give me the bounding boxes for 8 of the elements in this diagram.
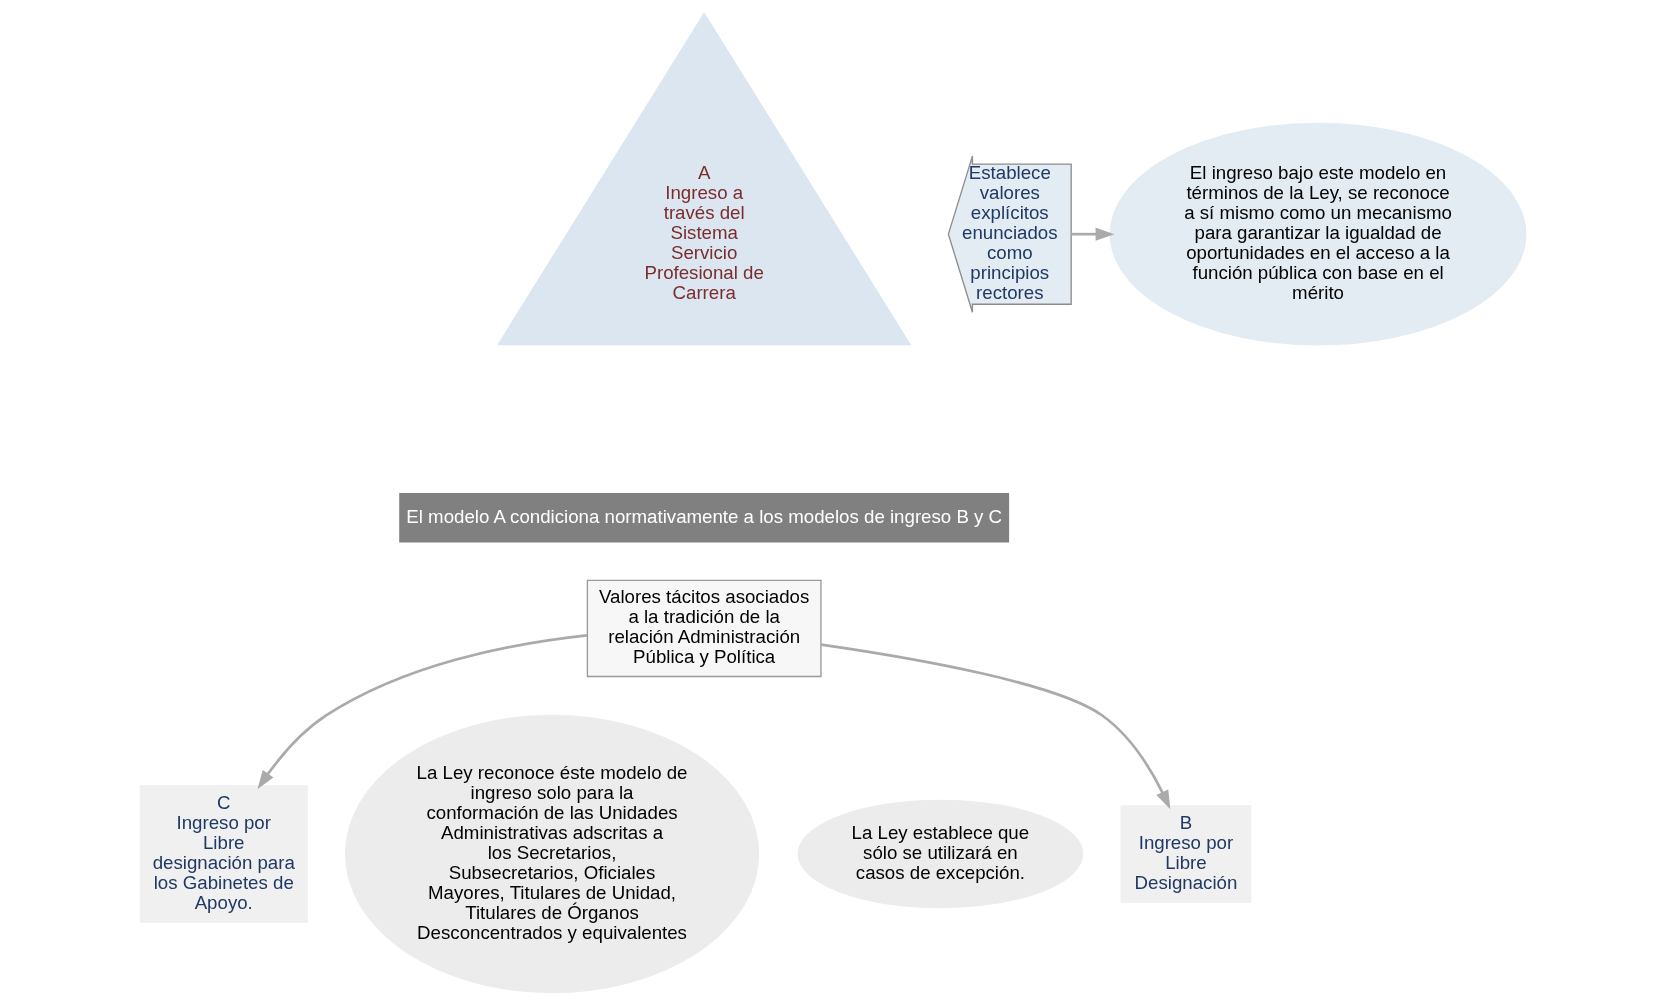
arrow bbox=[820, 643, 1171, 810]
node-box: B Ingreso por Libre Designación bbox=[1120, 805, 1252, 903]
node-ellipse: El ingreso bajo este modelo en términos de la Ley, se reconoce a sí mismo como un mecanismo para garantizar la igualdad de oportunidades en el acceso a la función pública con base en el mérito bbox=[1109, 122, 1527, 346]
arrow bbox=[257, 634, 588, 790]
node-box: El modelo A condiciona normativamente a los modelos de ingreso B y C bbox=[399, 493, 1010, 543]
node-box: Valores tácitos asociados a la tradición de la relación Administración Pública y Política bbox=[586, 579, 822, 678]
node-box: C Ingreso por Libre designación para los Gabinetes de Apoyo. bbox=[139, 785, 308, 923]
arrow bbox=[1071, 227, 1115, 241]
